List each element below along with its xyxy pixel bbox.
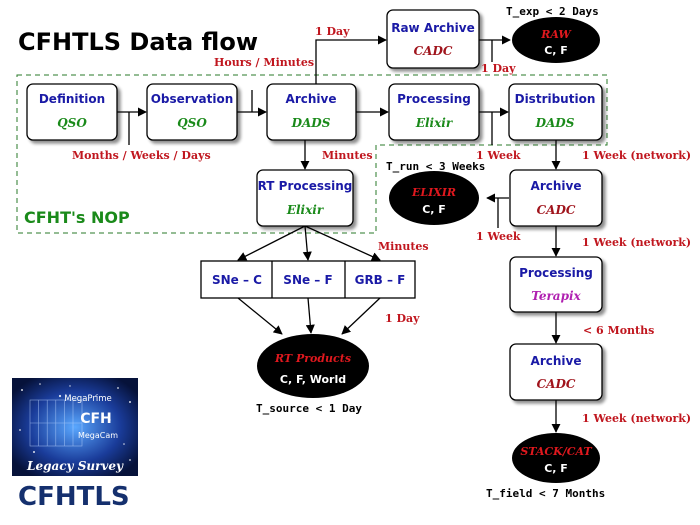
label-minutes-sn: Minutes (378, 240, 429, 253)
archive-cadc-box-1 (509, 169, 603, 227)
raw-oval (512, 17, 600, 63)
raw-archive-box (386, 9, 480, 69)
processing-terapix-sub: Terapix (531, 289, 581, 303)
arrow-snef-products (305, 297, 315, 334)
archive-cadc-2-sub: CADC (537, 377, 576, 391)
archive-cadc-1-title: Archive (531, 179, 582, 193)
label-one-week-elixir: 1 Week (476, 149, 521, 162)
sn-box-grbf: GRB – F (355, 273, 406, 287)
label-one-week-network-2: 1 Week (network) (582, 236, 691, 249)
edge-labels: 1 Day Hours / Minutes 1 Day Months / Wee… (72, 25, 691, 425)
label-one-day-sn: 1 Day (385, 312, 420, 325)
label-months-weeks-days: Months / Weeks / Days (72, 149, 211, 162)
nop-label: CFHT's NOP (24, 208, 130, 227)
arrow-rt-snef (302, 225, 312, 261)
label-one-day-top: 1 Day (315, 25, 350, 38)
raw-archive-title: Raw Archive (391, 21, 475, 35)
stack-cat-oval (512, 433, 600, 483)
ccd-mosaic-icon (29, 399, 83, 447)
label-minutes-rt: Minutes (322, 149, 373, 162)
label-one-week-network-1: 1 Week (network) (582, 149, 691, 162)
label-one-week-left: 1 Week (476, 230, 521, 243)
archive-cadc-1-sub: CADC (537, 203, 576, 217)
sn-boxes: SNe – C SNe – F GRB – F (200, 260, 416, 299)
logo-megacam: MegaCam (78, 431, 118, 440)
observation-title: Observation (151, 92, 234, 106)
archive-cadc-2-title: Archive (531, 354, 582, 368)
processing-elixir-box (388, 83, 480, 141)
rt-processing-title: RT Processing (258, 179, 353, 193)
rt-processing-box (256, 169, 354, 227)
ovals: RAW C, F ELIXIR C, F RT Products C, F, W… (257, 17, 600, 483)
timing-annotations: T_exp < 2 Days T_run < 3 Weeks T_source … (256, 5, 605, 500)
logo-legacy-survey: Legacy Survey (26, 459, 124, 473)
observation-box (146, 83, 238, 141)
connectors (117, 35, 561, 433)
rt-processing-sub: Elixir (286, 203, 325, 217)
definition-box (26, 83, 118, 141)
timing-t-source: T_source < 1 Day (256, 402, 362, 415)
arrow-rt-snec (237, 225, 306, 261)
rt-products-oval (257, 334, 369, 398)
distribution-box (508, 83, 603, 141)
logo-megaprime: MegaPrime (64, 394, 112, 404)
label-one-week-network-3: 1 Week (network) (582, 412, 691, 425)
archive-dads-box (266, 83, 357, 141)
rt-products-sub: C, F, World (280, 373, 346, 386)
process-boxes (26, 9, 603, 401)
stack-cat-sub: C, F (544, 462, 568, 475)
definition-sub: QSO (57, 116, 87, 130)
nop-region (16, 74, 608, 234)
stack-cat-title: STACK/CAT (520, 445, 592, 458)
distribution-sub: DADS (535, 116, 575, 130)
distribution-title: Distribution (515, 92, 596, 106)
raw-oval-title: RAW (540, 28, 572, 41)
processing-terapix-title: Processing (519, 266, 593, 280)
arrow-snec-products (237, 297, 283, 335)
sn-box-snef: SNe – F (283, 273, 332, 287)
sn-box-snec: SNe – C (212, 273, 262, 287)
timing-t-run: T_run < 3 Weeks (386, 160, 485, 173)
processing-elixir-title: Processing (397, 92, 471, 106)
box-texts: Definition QSO Observation QSO Archive D… (39, 21, 596, 391)
elixir-oval (389, 171, 479, 225)
timing-t-exp: T_exp < 2 Days (506, 5, 599, 18)
elixir-oval-sub: C, F (422, 203, 446, 216)
archive-cadc-box-2 (509, 343, 603, 401)
arrow-grbf-products (341, 297, 381, 335)
label-hours-minutes: Hours / Minutes (214, 56, 314, 69)
logo-cfhtls: CFHTLS (18, 482, 130, 512)
observation-sub: QSO (177, 116, 207, 130)
rt-products-title: RT Products (274, 352, 351, 365)
raw-oval-sub: C, F (544, 44, 568, 57)
label-six-months: < 6 Months (583, 324, 654, 337)
processing-elixir-sub: Elixir (415, 116, 454, 130)
archive-dads-title: Archive (286, 92, 337, 106)
page-title: CFHTLS Data flow (18, 28, 258, 56)
processing-terapix-box (509, 256, 603, 313)
label-one-day-raw: 1 Day (481, 62, 516, 75)
arrow-archive-rawarchive (315, 35, 387, 85)
archive-dads-sub: DADS (291, 116, 331, 130)
cfhtls-logo: MegaPrime CFH MegaCam Legacy Survey CFHT… (12, 378, 138, 512)
definition-title: Definition (39, 92, 105, 106)
raw-archive-sub: CADC (414, 44, 453, 58)
logo-background (12, 378, 138, 476)
timing-t-field: T_field < 7 Months (486, 487, 605, 500)
arrow-rt-grbf (304, 225, 381, 261)
elixir-oval-title: ELIXIR (411, 186, 456, 199)
logo-cfh: CFH (80, 411, 112, 427)
